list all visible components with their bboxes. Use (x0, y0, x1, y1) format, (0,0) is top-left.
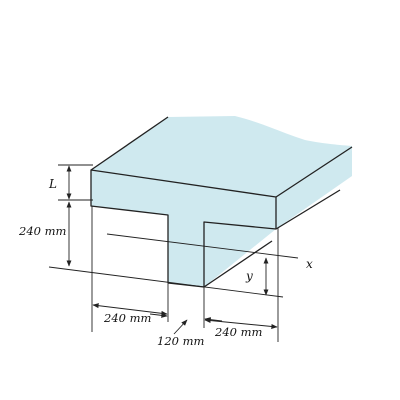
L-label: L (48, 177, 57, 191)
top-left-edge (90, 116, 169, 171)
web-label: 120 mm (157, 334, 205, 348)
slab-top-face (91, 116, 352, 197)
left-flange-label: 240 mm (103, 311, 152, 325)
y-axis-label: y (245, 269, 253, 283)
bottom-reference-line (48, 266, 284, 298)
tbeam-cross-section (91, 170, 276, 287)
web-leader-line (173, 319, 188, 335)
web-side-face (204, 222, 276, 287)
depth-label: 240 mm (18, 224, 67, 238)
left-flange-dimension-arrow (92, 303, 168, 316)
right-flange-dimension-arrow (204, 318, 278, 329)
x-axis-label: x (306, 257, 313, 271)
side-bottom-edge (275, 189, 341, 230)
top-right-edge (275, 146, 353, 198)
right-flange-label: 240 mm (214, 325, 263, 339)
web-dimension-arrow-left (149, 312, 168, 318)
web-back-edge (203, 240, 273, 288)
slab-side-face (276, 150, 352, 229)
x-axis-line (106, 233, 299, 259)
